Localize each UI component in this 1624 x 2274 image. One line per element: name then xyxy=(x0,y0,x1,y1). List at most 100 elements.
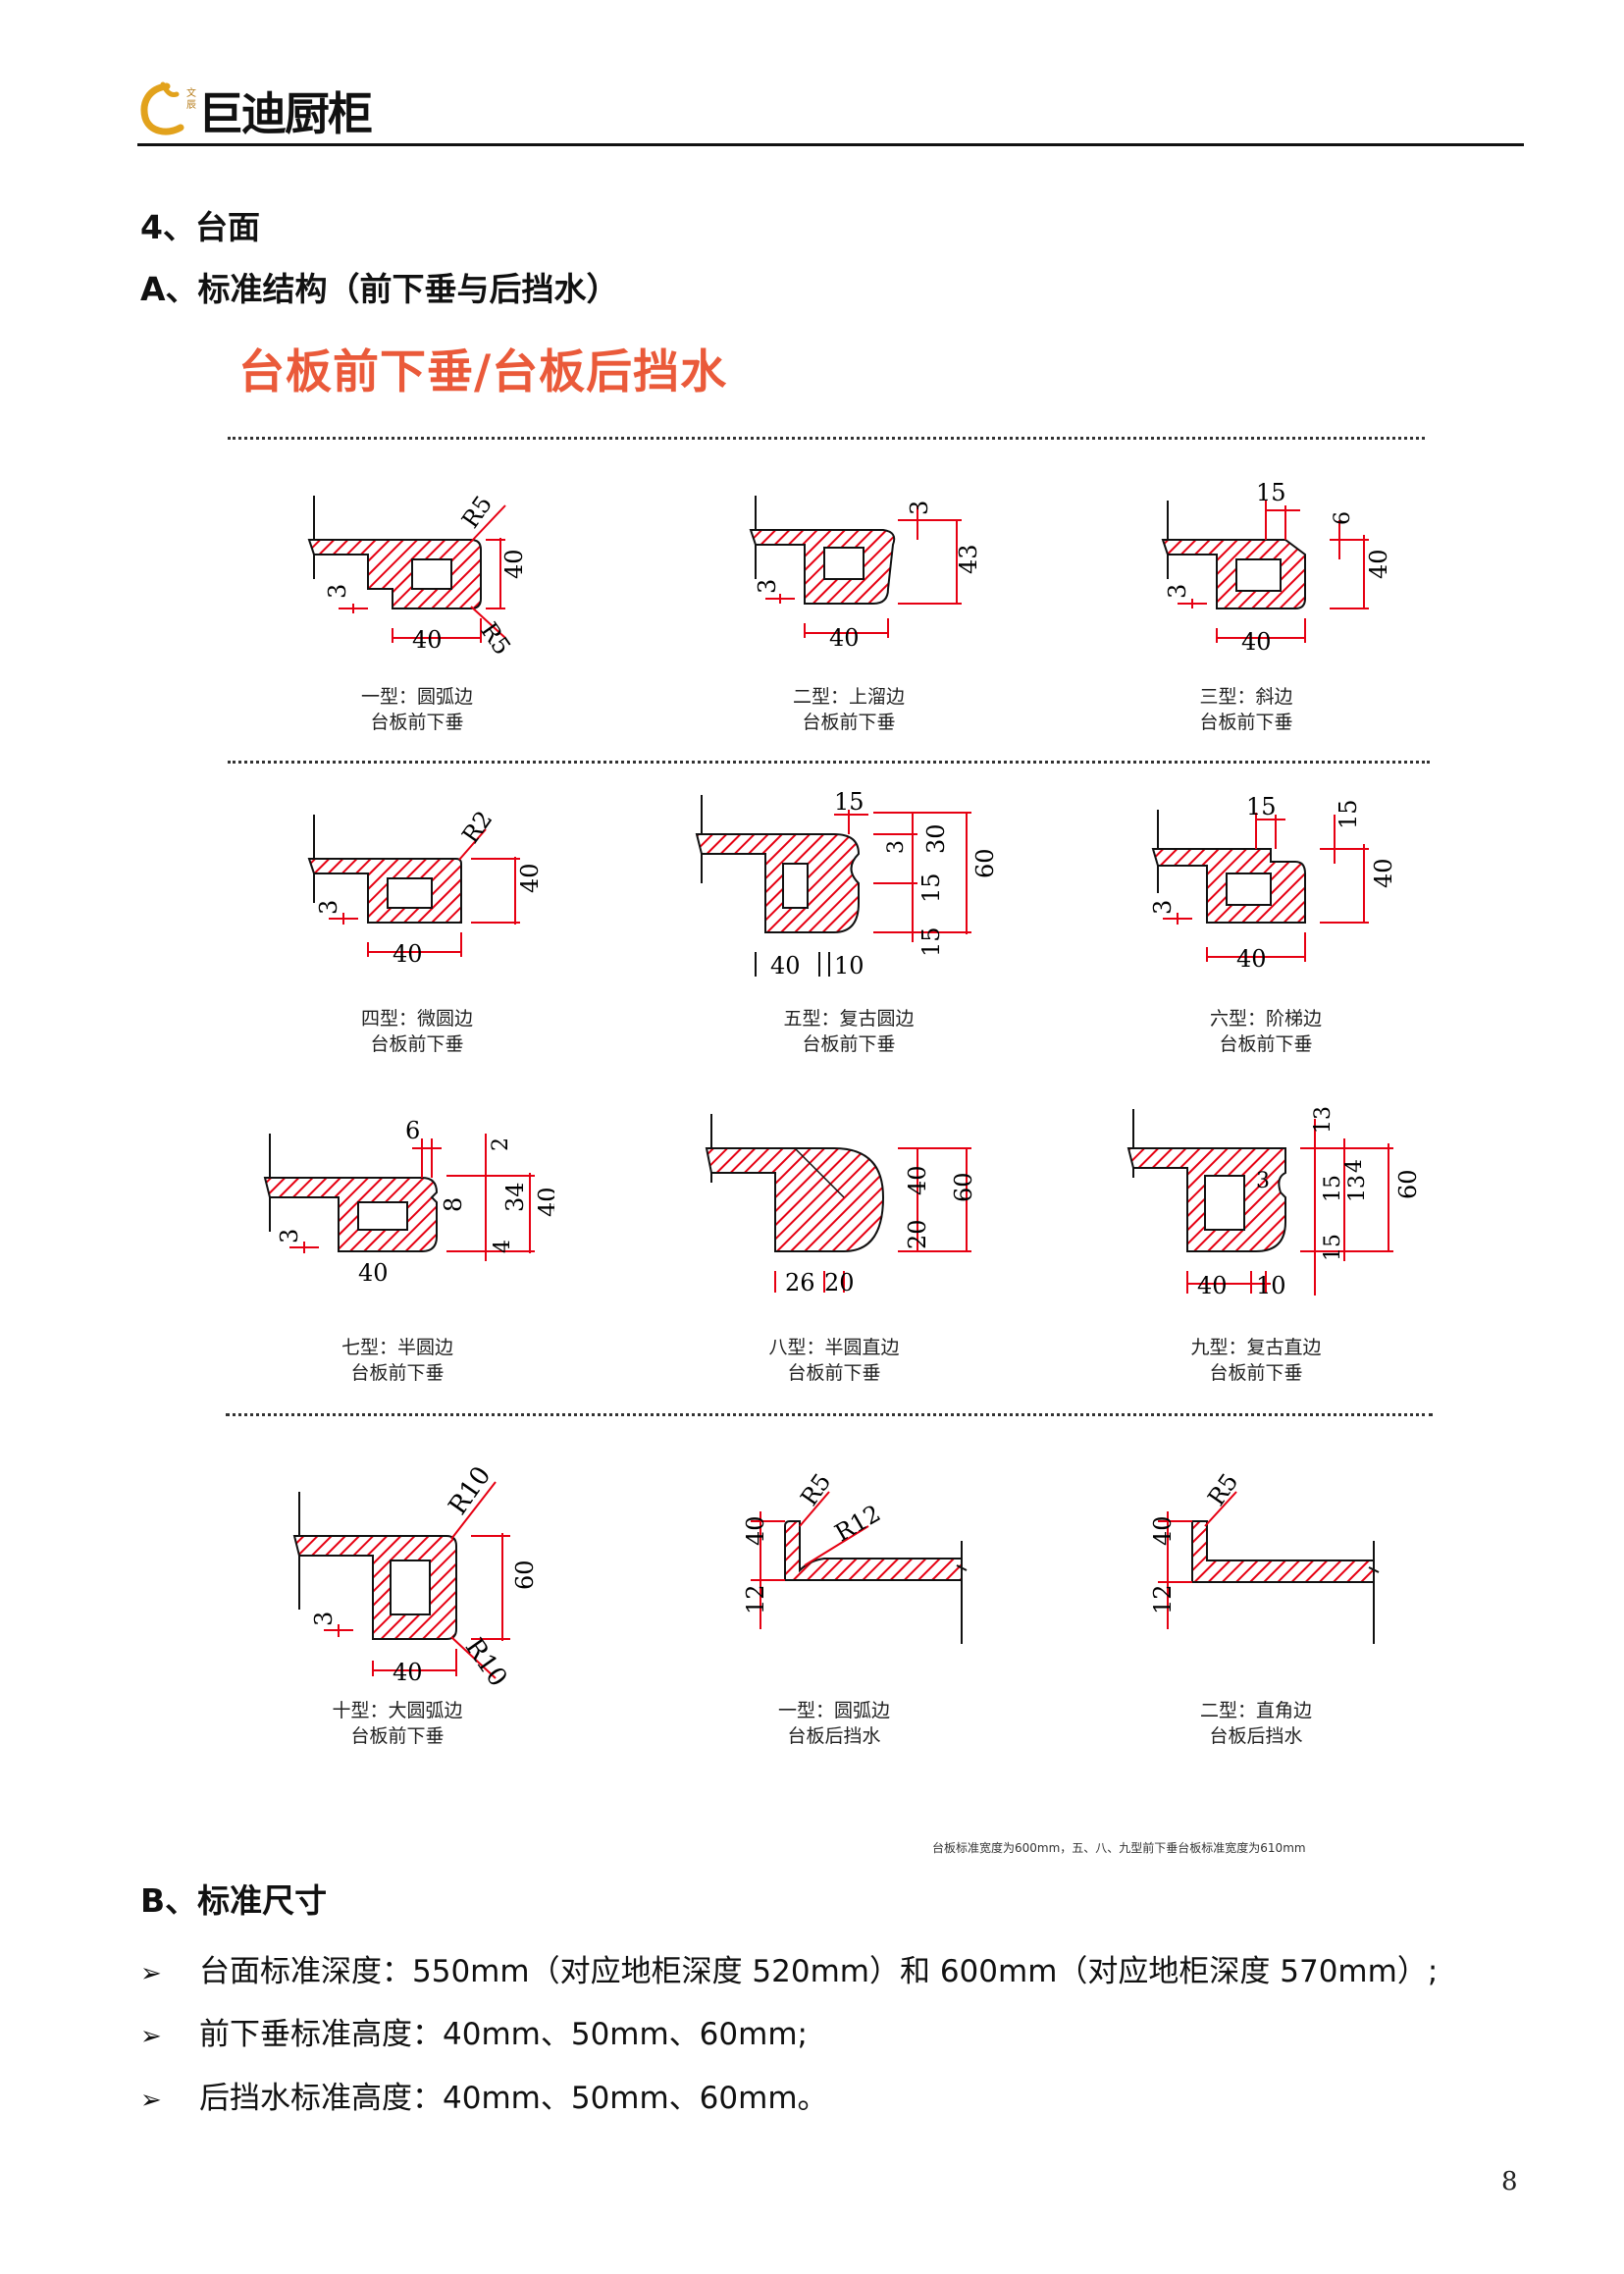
profile-diagram-12: R5 40 12 xyxy=(1149,1472,1380,1644)
dim-label: 60 xyxy=(950,1172,977,1202)
arrow-bullet-icon: ➢ xyxy=(140,2086,162,2115)
dim-label: 3 xyxy=(1256,1169,1270,1193)
profile-diagram-10: R10 60 3 40 R10 xyxy=(292,1461,539,1688)
diagram-caption: 九型：复古直边 台板前下垂 xyxy=(1190,1337,1322,1384)
list-item: ➢台面标准深度：550mm（对应地柜深度 520mm）和 600mm（对应地柜深… xyxy=(140,1954,1439,1989)
page-number: 8 xyxy=(1501,2167,1518,2196)
dim-label: 40 xyxy=(412,626,443,654)
profile-diagram-4: R2 40 3 40 xyxy=(307,806,544,968)
dim-label: 3 xyxy=(315,900,342,915)
dotted-divider xyxy=(226,1413,1433,1416)
diagram-caption: 八型：半圆直边 台板前下垂 xyxy=(768,1337,900,1384)
dim-label: 3 xyxy=(310,1612,338,1626)
page-header: 文辰 巨迪厨柜 xyxy=(137,69,1511,145)
width-note: 台板标准宽度为600mm，五、八、九型前下垂台板标准宽度为610mm xyxy=(932,1841,1306,1855)
dotted-divider xyxy=(228,437,1425,440)
dim-label: 15 xyxy=(917,873,945,903)
list-item: ➢后挡水标准高度：40mm、50mm、60mm。 xyxy=(140,2081,828,2116)
dim-label: 15 xyxy=(917,926,945,957)
profile-diagram-9: 13 3 4 15 13 60 15 40 10 xyxy=(1126,1106,1422,1299)
diagram-caption: 十型：大圆弧边 台板前下垂 xyxy=(332,1700,463,1747)
dim-label: 40 xyxy=(829,624,860,652)
dim-label: 3 xyxy=(754,579,781,594)
diagram-caption: 三型：斜边 台板前下垂 xyxy=(1199,686,1293,733)
dim-label: 3 xyxy=(906,501,933,515)
dim-label: 15 xyxy=(1256,479,1286,506)
logo-subtext: 文辰 xyxy=(186,88,196,111)
dim-label: R5 xyxy=(456,491,498,533)
dim-label: 6 xyxy=(1331,511,1355,525)
dim-label: 3 xyxy=(1149,900,1177,915)
profile-diagram-11: R5 R12 40 12 xyxy=(742,1472,968,1644)
diagram-banner: 台板前下垂/台板后挡水 xyxy=(238,345,728,399)
profile-diagram-2: 3 43 3 40 xyxy=(749,496,981,652)
dim-label: 40 xyxy=(358,1259,389,1287)
dim-label: R5 xyxy=(1202,1472,1243,1511)
profile-diagram-6: 15 15 40 3 40 xyxy=(1149,793,1397,973)
dim-label: 12 xyxy=(742,1584,769,1614)
dim-label: 43 xyxy=(955,544,981,574)
dim-label: 40 xyxy=(742,1515,769,1546)
dim-label: 6 xyxy=(405,1117,420,1144)
dim-label: R12 xyxy=(830,1500,885,1548)
dim-label: 40 xyxy=(770,952,801,979)
diagram-caption: 一型：圆弧边 台板前下垂 xyxy=(360,686,473,733)
dim-label: 40 xyxy=(1236,945,1267,973)
dim-label: 60 xyxy=(971,848,999,878)
dim-label: 15 xyxy=(1321,1175,1345,1202)
brand-logo-icon xyxy=(140,81,184,135)
dim-label: 20 xyxy=(904,1219,931,1249)
dim-label: 40 xyxy=(393,940,423,968)
dim-label: 40 xyxy=(516,863,544,893)
dim-label: 13 xyxy=(1311,1106,1336,1134)
section-4-heading: 4、台面 xyxy=(140,208,260,246)
dim-label: 20 xyxy=(824,1269,855,1296)
header-rule xyxy=(137,143,1524,146)
dim-label: 40 xyxy=(393,1659,423,1686)
diagram-caption: 二型：直角边 台板后挡水 xyxy=(1199,1700,1312,1747)
dim-label: 15 xyxy=(834,788,864,816)
profile-diagram-5: 15 3 30 15 60 15 40 10 xyxy=(695,788,999,979)
diagram-caption: 一型：圆弧边 台板后挡水 xyxy=(777,1700,890,1747)
diagram-caption: 五型：复古圆边 台板前下垂 xyxy=(783,1008,915,1055)
diagram-caption: 二型：上溜边 台板前下垂 xyxy=(792,686,905,733)
profile-diagram-3: 15 6 40 3 40 xyxy=(1161,479,1392,656)
dim-label: 40 xyxy=(534,1187,554,1217)
section-a-heading: A、标准结构（前下垂与后挡水） xyxy=(140,270,619,308)
brand-name: 巨迪厨柜 xyxy=(198,87,373,140)
dim-label: 40 xyxy=(904,1165,931,1195)
diagram-caption: 七型：半圆边 台板前下垂 xyxy=(341,1337,453,1384)
list-item: ➢前下垂标准高度：40mm、50mm、60mm; xyxy=(140,2017,808,2052)
dim-label: 40 xyxy=(1197,1272,1228,1299)
dim-label: 13 xyxy=(1345,1175,1370,1202)
dim-label: 15 xyxy=(1246,793,1277,820)
dim-label: 40 xyxy=(1365,549,1392,579)
dim-label: 10 xyxy=(834,952,864,979)
dim-label: 3 xyxy=(884,840,909,854)
dim-label: 3 xyxy=(1164,584,1191,599)
dim-label: 3 xyxy=(276,1229,303,1243)
dim-label: 2 xyxy=(489,1137,513,1151)
dim-label: R10 xyxy=(459,1633,513,1688)
diagram-caption: 六型：阶梯边 台板前下垂 xyxy=(1209,1008,1322,1055)
dotted-divider xyxy=(228,761,1430,764)
dim-label: 8 xyxy=(440,1197,467,1212)
section-b-heading: B、标准尺寸 xyxy=(140,1881,328,1920)
dim-label: 34 xyxy=(501,1182,529,1212)
profile-diagram-8: 40 60 20 26 20 xyxy=(705,1114,977,1296)
dim-label: 60 xyxy=(1394,1169,1422,1199)
dim-label: 40 xyxy=(500,549,528,579)
dim-label: R5 xyxy=(795,1472,836,1511)
dim-label: 3 xyxy=(324,584,351,599)
dim-label: 40 xyxy=(1149,1515,1177,1546)
dim-label: 4 xyxy=(1342,1159,1367,1173)
arrow-bullet-icon: ➢ xyxy=(140,1959,162,1988)
dim-label: 15 xyxy=(1335,799,1362,829)
dim-label: 40 xyxy=(1370,858,1397,888)
dim-label: 60 xyxy=(511,1560,539,1590)
dim-label: 12 xyxy=(1149,1584,1177,1614)
dim-label: 26 xyxy=(785,1269,815,1296)
dim-label: 15 xyxy=(1321,1234,1345,1261)
dim-label: 4 xyxy=(491,1240,515,1253)
dim-label: 30 xyxy=(922,823,950,854)
